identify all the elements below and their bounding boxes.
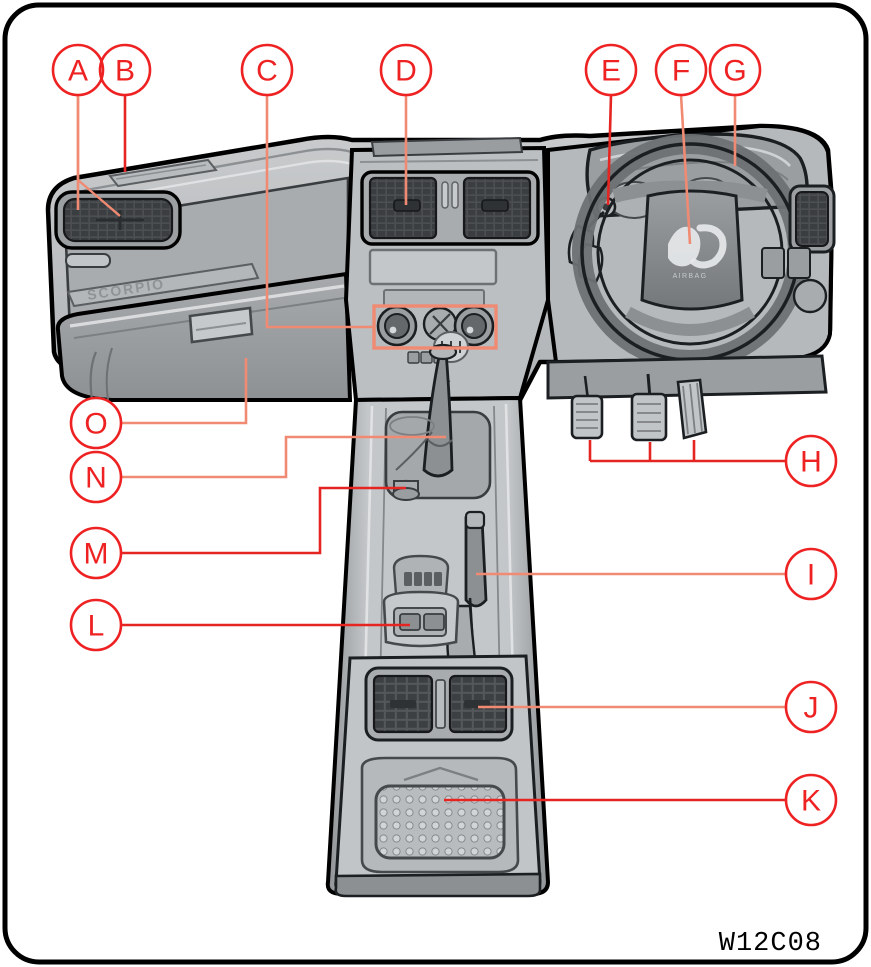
windshield-defroster-slot <box>370 136 524 158</box>
mahindra-logo-icon <box>668 224 727 269</box>
callout-m[interactable]: M <box>69 526 123 580</box>
leader-h <box>588 440 786 463</box>
callout-o-label: O <box>84 408 107 441</box>
leader-c <box>265 95 374 329</box>
power-window-switches[interactable] <box>382 590 460 648</box>
driver-switch-panel[interactable] <box>761 247 828 314</box>
leader-o <box>121 358 248 425</box>
brake-pedal[interactable] <box>630 392 668 442</box>
dashboard-top-speaker-grille <box>108 158 218 188</box>
rear-console-speaker-grille <box>360 756 520 874</box>
callout-b-label: B <box>115 55 135 88</box>
console-cup-holder <box>392 554 450 600</box>
glove-box[interactable] <box>55 271 353 402</box>
center-floor-console <box>325 343 551 898</box>
callout-f-label: F <box>672 55 690 88</box>
callout-e-label: E <box>601 55 621 88</box>
four-wheel-drive-knob[interactable] <box>392 479 420 501</box>
callout-group: A B C D E F G H <box>51 43 838 827</box>
callout-c-label: C <box>256 55 278 88</box>
figure-code: W12C08 <box>719 929 822 959</box>
callout-e[interactable]: E <box>584 43 638 97</box>
callout-g[interactable]: G <box>708 43 762 97</box>
rear-air-vents <box>364 666 514 742</box>
foot-pedals[interactable] <box>570 373 708 442</box>
rear-vent-thumbwheel[interactable] <box>435 679 446 729</box>
clutch-pedal[interactable] <box>570 394 604 440</box>
vent-thumbwheel-a <box>65 253 111 268</box>
callout-b[interactable]: B <box>98 43 152 97</box>
window-switch-left[interactable] <box>399 613 421 631</box>
leader-n <box>121 435 446 479</box>
callout-h-label: H <box>800 446 822 479</box>
driver-side-dash: AIRBAG <box>546 123 836 370</box>
callout-f[interactable]: F <box>654 43 708 97</box>
callout-k-label: K <box>801 785 821 818</box>
gear-shift-lever[interactable] <box>389 343 458 478</box>
callout-l[interactable]: L <box>69 598 123 652</box>
callout-h[interactable]: H <box>784 434 838 488</box>
leader-e <box>606 94 613 206</box>
callout-d[interactable]: D <box>379 43 433 97</box>
leader-lines <box>76 94 786 802</box>
callout-i[interactable]: I <box>784 547 838 601</box>
right-side-air-vent <box>788 184 836 254</box>
glove-box-handle[interactable] <box>188 306 254 344</box>
callout-l-label: L <box>88 610 105 643</box>
airbag-label: AIRBAG <box>673 273 708 280</box>
callout-o[interactable]: O <box>69 396 123 450</box>
leader-m <box>121 486 406 555</box>
window-switch-right[interactable] <box>423 613 445 631</box>
audio-head-unit[interactable] <box>368 248 498 286</box>
callout-d-label: D <box>395 55 417 88</box>
hvac-highlight-box <box>372 304 498 350</box>
lower-driver-shelf <box>546 354 828 400</box>
leader-f <box>679 94 692 245</box>
left-side-air-vent <box>54 190 182 268</box>
callout-j[interactable]: J <box>784 680 838 734</box>
callout-j-label: J <box>804 692 819 725</box>
callout-g-label: G <box>723 55 746 88</box>
callout-k[interactable]: K <box>784 773 838 827</box>
callout-n-label: N <box>85 462 107 495</box>
callout-m-label: M <box>84 538 109 571</box>
callout-a[interactable]: A <box>51 43 105 97</box>
callout-n[interactable]: N <box>69 450 123 504</box>
dashboard-assembly: SCORPIO <box>45 123 836 898</box>
callout-i-label: I <box>807 559 815 592</box>
callout-c[interactable]: C <box>240 43 294 97</box>
callout-a-label: A <box>68 55 88 88</box>
center-air-vents <box>360 170 540 246</box>
